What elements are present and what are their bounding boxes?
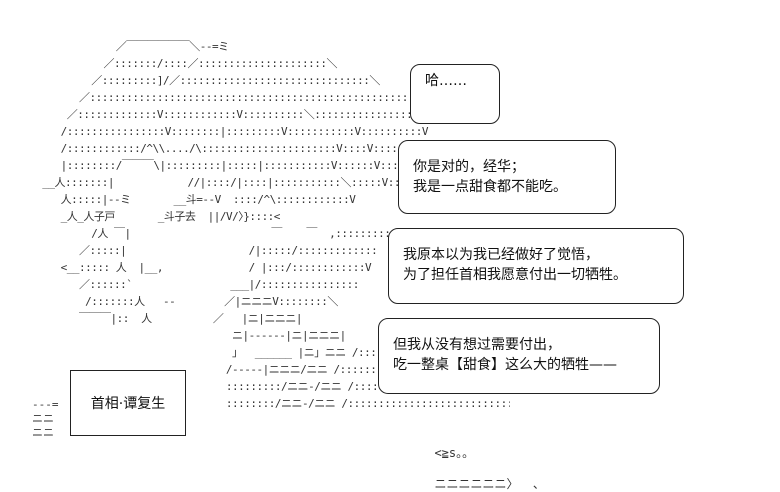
ascii-art-line: /人 ￣| ￣ ￣ ,::::::::: — [30, 227, 391, 240]
plate-line: ---= — [32, 398, 59, 411]
ascii-art-line: ／:::::::::::::V::::::::::::V::::::::::＼:… — [30, 108, 437, 121]
ascii-art-line: ::::::::/ニニ-/ニニ /:::::::::::::::::::::::… — [30, 397, 510, 410]
bubble-line: 但我从没有想过需要付出， — [393, 337, 561, 353]
speech-bubble-third: 但我从没有想过需要付出， 吃一整桌【甜食】这么大的牺牲—— — [378, 318, 660, 394]
bubble-line: 你是对的，经华； — [413, 159, 525, 175]
ascii-art-line: /:::::::人 -- ／|ニニニV::::::::＼ — [30, 295, 338, 308]
ascii-art-line: /::::::::::::/^\\..../\:::::::::::::::::… — [30, 142, 421, 155]
bubble-line: 我是一点甜食都不能吃。 — [413, 179, 567, 195]
ascii-art-line: 」 ______ |ニ」ニニ /::::::::: — [30, 346, 414, 359]
bubble-line: 吃一整桌【甜食】这么大的牺牲—— — [393, 357, 617, 373]
speech-bubble-first: 你是对的，经华； 我是一点甜食都不能吃。 — [398, 140, 616, 214]
ascii-art-line: _人_人子戸 _斗子去 ||/V/〉}::::< — [30, 210, 281, 223]
ascii-art-line: ニ|------|ニ|ニニニ| — [30, 329, 346, 342]
name-plate: 首相·谭复生 — [70, 370, 186, 436]
ascii-art-line: __人:::::::| //|::::/|::::|:::::::::::＼::… — [30, 176, 425, 189]
ascii-art-line: /::::::::::::::::V::::::::|:::::::::V:::… — [30, 125, 429, 138]
bubble-line: 我原本以为我已经做好了觉悟， — [403, 247, 599, 263]
plate-side-lines: ---=ニニニニ — [32, 398, 59, 440]
ascii-art-line: |::::::::/￣￣￣\|:::::::::|:::::|:::::::::… — [30, 159, 430, 172]
name-plate-label: 首相·谭复生 — [90, 396, 166, 412]
ascii-art-line: ／::::::` ___|/:::::::::::::::: — [30, 278, 359, 291]
ascii-art-line: ／:::::| /|:::::/::::::::::::: — [30, 244, 378, 257]
arrow-decoration: <≧s。。 ニニニニニニ〉 、 — [420, 430, 545, 492]
ascii-art-line: ／:::::::::]/／:::::::::::::::::::::::::::… — [30, 74, 380, 87]
ascii-art-line: ／:::::::::::::::::::::::::::::::::::::::… — [30, 91, 437, 104]
ascii-art-line: <__::::: 人 |__, / |:::/::::::::::::V — [30, 261, 372, 274]
arrow-tail: ニニニニニニ〉 、 — [434, 477, 545, 491]
ascii-art-line: ／￣￣￣￣￣￣＼--=ミ — [30, 40, 229, 53]
bubble-line: 哈…… — [425, 73, 467, 89]
bubble-line: 为了担任首相我愿意付出一切牺牲。 — [403, 267, 627, 283]
ascii-art-line: ￣￣￣|:: 人 ／ |ニ|ニニニ| — [30, 312, 303, 325]
speech-bubble-second: 我原本以为我已经做好了觉悟， 为了担任首相我愿意付出一切牺牲。 — [388, 228, 684, 304]
ascii-art-line: ／:::::::/::::／:::::::::::::::::::::＼ — [30, 57, 338, 70]
plate-line: ニニ — [32, 412, 54, 425]
ascii-art-line: 人:::::|--ミ __斗=--V ::::/^\::::::::::::V — [30, 193, 356, 206]
plate-line: ニニ — [32, 426, 54, 439]
ascii-art-figure: ／￣￣￣￣￣￣＼--=ミ ／:::::::/::::／:::::::::::::… — [30, 40, 510, 460]
speech-bubble-sigh: 哈…… — [410, 64, 500, 124]
arrow-text: <≧s。。 — [434, 446, 475, 460]
